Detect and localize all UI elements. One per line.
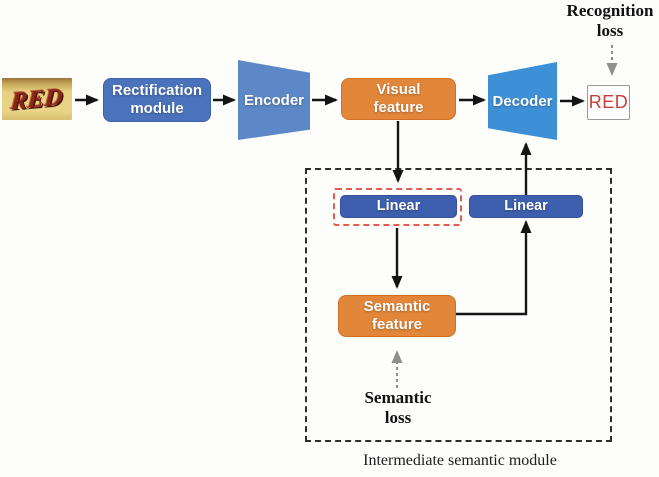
decoder-block: Decoder <box>488 62 557 140</box>
recognition-loss-line2: loss <box>596 21 624 40</box>
recognized-text-output: RED <box>587 85 630 120</box>
rectification-module-block: Rectification module <box>103 78 211 122</box>
visual-feature-block: Visual feature <box>341 78 456 120</box>
semantic-loss-line1: Semantic <box>364 388 432 407</box>
rectification-label-line1: Rectification <box>111 81 202 99</box>
recognized-text: RED <box>588 92 629 112</box>
semantic-feature-line1: Semantic <box>363 297 431 315</box>
recognition-loss-line1: Recognition <box>566 1 654 20</box>
linear-right-label: Linear <box>504 197 548 214</box>
visual-feature-line1: Visual <box>376 80 421 98</box>
rectification-label-line2: module <box>130 100 184 117</box>
semantic-feature-line2: feature <box>371 316 423 333</box>
semantic-loss-label: Semantic loss <box>348 388 448 428</box>
encoder-block: Encoder <box>238 60 310 140</box>
linear-right-block: Linear <box>469 195 583 218</box>
semantic-loss-line2: loss <box>384 408 412 427</box>
intermediate-semantic-module-box <box>305 168 612 442</box>
module-caption: Intermediate semantic module <box>363 452 557 469</box>
input-scene-text: RED <box>10 83 64 115</box>
linear-left-block: Linear <box>340 195 457 218</box>
visual-feature-line2: feature <box>373 99 424 116</box>
linear-highlight-dashed-border <box>333 188 462 226</box>
linear-left-label: Linear <box>376 197 421 214</box>
recognition-loss-label: Recognition loss <box>558 1 659 41</box>
input-scene-text-image: RED <box>2 78 72 120</box>
encoder-label: Encoder <box>243 91 304 109</box>
decoder-label: Decoder <box>492 92 553 110</box>
semantic-feature-block: Semantic feature <box>338 295 456 337</box>
